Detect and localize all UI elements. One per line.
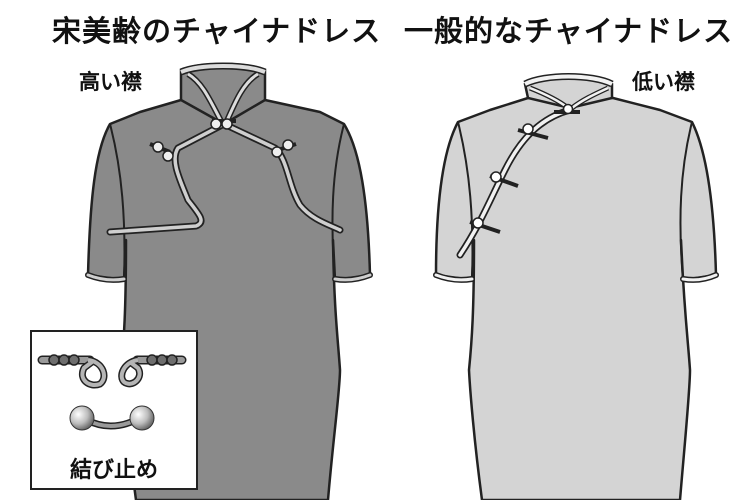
right-dress-body xyxy=(434,96,718,500)
loop-cord-left xyxy=(37,354,108,389)
right-knot-buttons xyxy=(469,103,580,234)
knot-button-illustration xyxy=(37,354,187,431)
high-collar-label: 高い襟 xyxy=(79,70,142,94)
right-title: 一般的なチャイナドレス xyxy=(404,14,734,48)
knot-button-label: 結び止め xyxy=(69,458,158,483)
knot-ball-pair xyxy=(69,405,155,431)
low-collar-label: 低い襟 xyxy=(632,70,695,94)
left-title: 宋美齢のチャイナドレス xyxy=(52,14,382,48)
knot-button-inset: 結び止め xyxy=(30,330,198,490)
left-knot-buttons xyxy=(149,118,297,162)
right-dress xyxy=(433,73,719,500)
loop-cord-right xyxy=(118,354,187,388)
